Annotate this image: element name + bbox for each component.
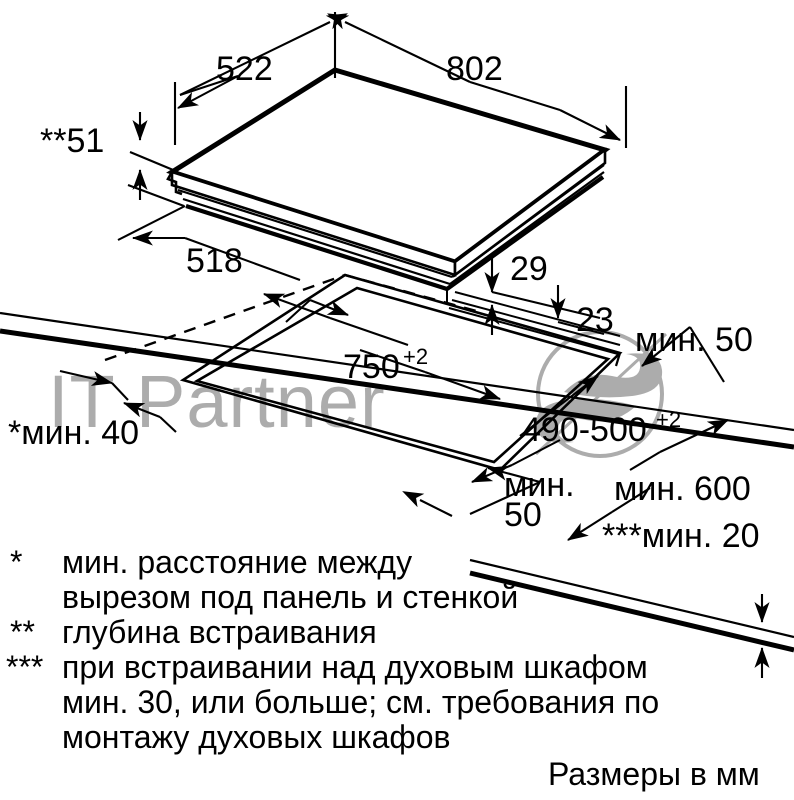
dim-min40-leader-a [111, 382, 129, 401]
label-490-500: 490-500 [522, 411, 647, 449]
dim-490-leader-down [511, 439, 561, 466]
dim-min50-side-leader [469, 481, 541, 515]
hob-front-right-face [453, 147, 607, 278]
note-footer: Размеры в мм [548, 756, 760, 792]
hob-body-band-left-2 [182, 197, 451, 286]
worktop-thickness-lower [469, 558, 794, 653]
hob-body-band-right [451, 164, 605, 278]
label-522: 522 [216, 50, 273, 88]
dim-750-arrow-right [424, 371, 501, 400]
dim-490-leader-up [519, 404, 561, 437]
dim-min50-side-tick [402, 491, 453, 517]
hob-body-rim-right [445, 175, 605, 291]
note-marker-3: *** [6, 649, 43, 685]
dim-750-arrow-left [263, 293, 331, 319]
dim-51-leader-bottom [127, 184, 185, 207]
label-490-500-tolerance: +2 [656, 407, 681, 432]
dim-518-leader2 [184, 237, 301, 281]
label-23: 23 [576, 301, 614, 339]
dim-min40-leader-b [159, 416, 177, 433]
hob-glass-surface [166, 67, 611, 265]
hob-body-rim-left [185, 203, 448, 292]
label-750-tolerance: +2 [403, 344, 428, 369]
note-line-1: мин. расстояние между [62, 544, 412, 580]
label-750: 750 [343, 348, 400, 386]
worktop-lower-edge-thin [469, 558, 794, 639]
note-line-2: вырезом под панель и стенкой [62, 579, 518, 615]
note-line-4: при встраивании над духовым шкафом [62, 649, 648, 685]
dim-29-leader [491, 290, 601, 320]
dim-min40-arrow-a [59, 369, 114, 386]
label-min50-side-value: 50 [504, 496, 542, 534]
dim-min50-rear-arrow [641, 326, 691, 367]
dim-802-leader [469, 80, 561, 112]
note-marker-2: ** [10, 614, 35, 650]
dim-min50-side-arrow [486, 465, 541, 484]
worktop-lower-edge-thick [469, 570, 794, 653]
dim-802-arrow2 [559, 109, 621, 141]
dim-518-leader [117, 205, 186, 241]
dim-51-leader-top [129, 151, 179, 173]
dimension-lines [59, 12, 770, 678]
dim-min600-arrow-down [567, 511, 613, 541]
label-min20: ***мин. 20 [602, 517, 760, 555]
dim-522-arrow2 [177, 75, 239, 109]
note-line-5: мин. 30, или больше; см. требования по [62, 684, 659, 720]
dim-min600-leader-up [629, 451, 661, 471]
hob-top-plate [166, 67, 611, 265]
dim-750-leader-left [329, 317, 409, 346]
hob-body-band-right-2 [449, 171, 605, 285]
hob-body [166, 147, 607, 292]
label-min50-side: мин. [504, 466, 575, 504]
cutout-inner-rect [193, 286, 611, 464]
label-29: 29 [510, 250, 548, 288]
dim-min600-arrow-up [659, 419, 729, 453]
dim-802-arrow [327, 13, 471, 83]
dim-min50-rear-leader [689, 326, 725, 383]
dim-522-arrow [179, 13, 348, 96]
note-marker-1: * [10, 544, 22, 580]
dim-min600-leader-down [611, 487, 651, 513]
label-490-500-group: 490-500 +2 [522, 407, 681, 449]
label-min40: *мин. 40 [8, 414, 139, 452]
worktop-top-edge [0, 311, 794, 432]
label-518: 518 [186, 242, 243, 280]
guide-right-band-a [454, 291, 621, 337]
hob-to-cutout-guides [446, 289, 621, 355]
cutout-right-wall [614, 352, 622, 367]
dim-min40-arrow-b [123, 402, 161, 418]
hob-body-band-left [177, 188, 453, 279]
dimension-labels: 522 802 **51 518 29 23 750 +2 490-500 +2… [8, 50, 760, 555]
label-802: 802 [446, 50, 503, 88]
dim-522-leader [179, 75, 239, 96]
label-750-group: 750 +2 [343, 344, 428, 386]
dim-750-leader-right [359, 349, 426, 373]
note-line-3: глубина встраивания [62, 614, 377, 650]
label-51: **51 [40, 122, 104, 160]
guide-right-band-b [451, 299, 621, 346]
guide-right-band-c [448, 307, 619, 355]
hob-left-notch [166, 171, 183, 196]
label-min50-rear: мин. 50 [635, 321, 753, 359]
dim-23-leader [557, 320, 605, 336]
dim-490-arrow-up [559, 375, 599, 406]
label-min600: мин. 600 [614, 470, 751, 508]
dim-cutout-inner-arrow [309, 299, 349, 316]
note-line-6: монтажу духовых шкафов [62, 719, 451, 755]
notes-block: * мин. расстояние между вырезом под пане… [6, 544, 760, 792]
dim-cutout-inner-leader [285, 299, 311, 323]
